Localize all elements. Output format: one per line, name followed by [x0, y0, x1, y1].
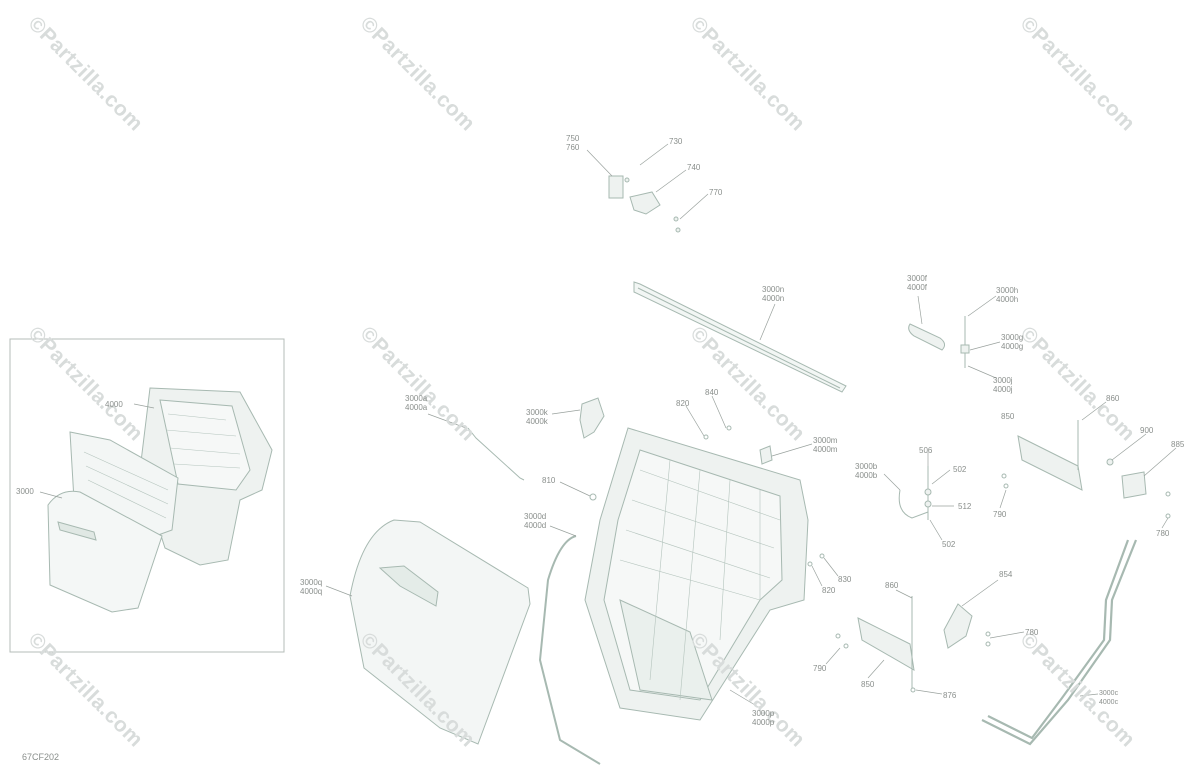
callout-860[interactable]: 860: [885, 581, 899, 590]
hinge-pin-cluster: [898, 466, 932, 520]
callout-780[interactable]: 780: [1156, 529, 1170, 538]
callout-750-760[interactable]: 750 760: [566, 134, 580, 152]
striker-plate: [1106, 458, 1147, 499]
latch-plate: [759, 445, 773, 465]
leader-lines: [39, 143, 1177, 709]
door-seal-strip: [538, 535, 601, 765]
release-cable: [467, 427, 525, 481]
callout-4000[interactable]: 4000: [105, 400, 123, 409]
mount-bracket: [943, 603, 973, 649]
callout-810[interactable]: 810: [542, 476, 556, 485]
callout-790[interactable]: 790: [813, 664, 827, 673]
callout-850[interactable]: 850: [861, 680, 875, 689]
door-latch: [579, 397, 605, 439]
callout-3000c-4000c[interactable]: 3000c 4000c: [1099, 690, 1119, 706]
door-frame-main: [584, 427, 809, 721]
callout-3000p-4000p[interactable]: 3000p 4000p: [752, 709, 775, 727]
callout-730[interactable]: 730: [669, 137, 683, 146]
upper-hinge: [1017, 420, 1083, 491]
callout-3000a-4000a[interactable]: 3000a 4000a: [405, 394, 428, 412]
callout-770[interactable]: 770: [709, 188, 723, 197]
callout-740[interactable]: 740: [687, 163, 701, 172]
callout-854[interactable]: 854: [999, 570, 1013, 579]
callout-3000g-4000g[interactable]: 3000g 4000g: [1001, 333, 1024, 351]
callout-3000f-4000f[interactable]: 3000f 4000f: [907, 274, 928, 292]
callout-900[interactable]: 900: [1140, 426, 1154, 435]
callout-502[interactable]: 502: [953, 465, 967, 474]
callout-780[interactable]: 780: [1025, 628, 1039, 637]
callout-3000[interactable]: 3000: [16, 487, 34, 496]
frame-seal-strip: [981, 539, 1138, 746]
callout-830[interactable]: 830: [838, 575, 852, 584]
callout-850[interactable]: 850: [1001, 412, 1015, 421]
callout-820[interactable]: 820: [822, 586, 836, 595]
callout-885[interactable]: 885: [1171, 440, 1185, 449]
outer-door-panel: [349, 519, 531, 745]
callout-876[interactable]: 876: [943, 691, 957, 700]
door-top-rail: [633, 281, 847, 393]
callout-3000b-4000b[interactable]: 3000b 4000b: [855, 462, 878, 480]
callout-3000q-4000q[interactable]: 3000q 4000q: [300, 578, 323, 596]
grab-handle: [908, 316, 970, 368]
callout-820[interactable]: 820: [676, 399, 690, 408]
callout-3000k-4000k[interactable]: 3000k 4000k: [526, 408, 548, 426]
callout-3000n-4000n[interactable]: 3000n 4000n: [762, 285, 785, 303]
callout-840[interactable]: 840: [705, 388, 719, 397]
fasteners: [589, 425, 1171, 693]
hinge-bracket-cluster: [608, 175, 681, 233]
callout-502[interactable]: 502: [942, 540, 956, 549]
diagram-reference-code: 67CF202: [22, 752, 60, 762]
inset-frame: [9, 338, 285, 653]
callout-860[interactable]: 860: [1106, 394, 1120, 403]
callout-3000j-4000j[interactable]: 3000j 4000j: [993, 376, 1013, 394]
callout-512[interactable]: 512: [958, 502, 972, 511]
callout-790[interactable]: 790: [993, 510, 1007, 519]
callout-506[interactable]: 506: [919, 446, 933, 455]
callout-3000m-4000m[interactable]: 3000m 4000m: [813, 436, 838, 454]
lower-hinge: [857, 596, 915, 688]
callout-3000h-4000h[interactable]: 3000h 4000h: [996, 286, 1019, 304]
callout-3000d-4000d[interactable]: 3000d 4000d: [524, 512, 547, 530]
